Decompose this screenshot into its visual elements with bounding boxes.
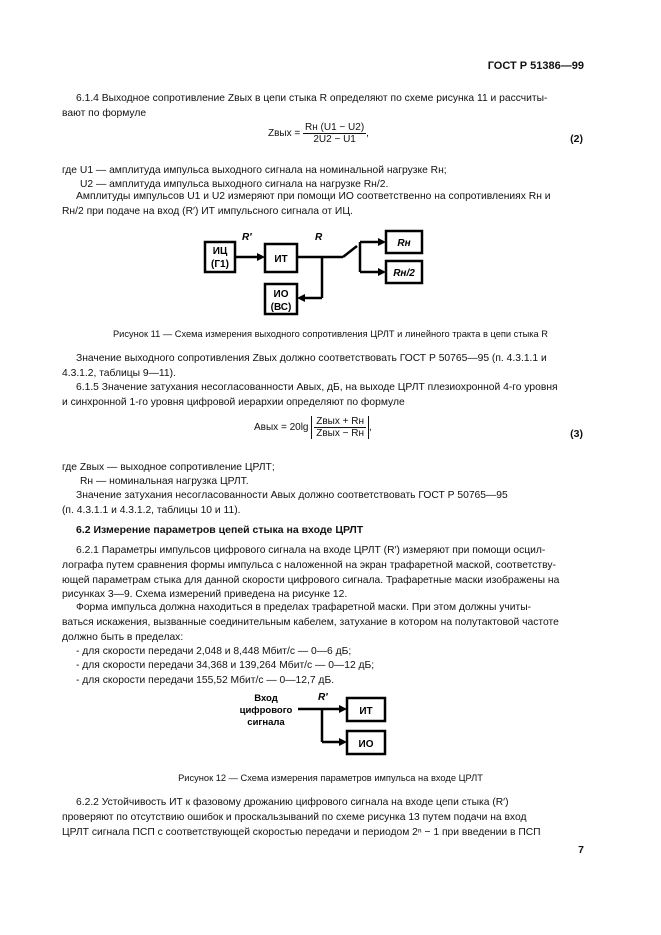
paragraph-pulse-form: Форма импульса должна находиться в преде… bbox=[62, 601, 584, 645]
it-box: ИТ bbox=[345, 696, 387, 723]
text-line: ЦРЛТ сигнала ПСП с соответствующей скоро… bbox=[62, 826, 541, 838]
paragraph-zout-value: Значение выходного сопротивления Zвых до… bbox=[62, 352, 584, 382]
figure-12-caption: Рисунок 12 — Схема измерения параметров … bbox=[178, 773, 483, 783]
formula-lhs: Zвых = bbox=[268, 128, 301, 140]
page-header: ГОСТ Р 51386—99 bbox=[487, 60, 584, 72]
text-line: (п. 4.3.1.1 и 4.3.1.2, таблицы 10 и 11). bbox=[62, 504, 241, 516]
absolute-value: Zвых + Rн Zвых − Rн bbox=[311, 416, 370, 439]
text-line: ваться искажения, вызванные соединительн… bbox=[62, 616, 559, 628]
text-line: ющей параметрам стыка для данной скорост… bbox=[62, 574, 560, 586]
input-label-line: Вход bbox=[254, 693, 278, 704]
paragraph-6-2-1: 6.2.1 Параметры импульсов цифрового сигн… bbox=[62, 544, 584, 603]
formula-fraction: Rн (U1 − U2) 2U2 − U1 bbox=[303, 122, 367, 145]
formula-tail: , bbox=[369, 422, 372, 434]
where-line: где U1 — амплитуда импульса выходного си… bbox=[62, 165, 447, 176]
formula-numerator: Zвых + Rн bbox=[314, 416, 367, 428]
text-line: Форма импульса должна находиться в преде… bbox=[76, 602, 532, 613]
ic-box: ИЦ (Г1) bbox=[203, 240, 237, 274]
formula-3: Aвых = 20lg Zвых + Rн Zвых − Rн , bbox=[254, 416, 372, 439]
rn2-label: Rн/2 bbox=[393, 268, 415, 279]
text-line: Значение выходного сопротивления Zвых до… bbox=[76, 353, 547, 364]
text-line: 6.2.2 Устойчивость ИТ к фазовому дрожани… bbox=[76, 797, 509, 808]
text-line: 6.1.4 Выходное сопротивление Zвых в цепи… bbox=[76, 93, 548, 104]
io-box: ИО bbox=[345, 729, 387, 756]
ic-sublabel: (Г1) bbox=[211, 259, 229, 270]
formula-fraction: Zвых + Rн Zвых − Rн bbox=[314, 416, 367, 439]
text-line: Значение затухания несогласованности Aвы… bbox=[76, 490, 508, 501]
text-line: и синхронной 1-го уровня цифровой иерарх… bbox=[62, 396, 405, 408]
io-label: ИО bbox=[359, 739, 374, 750]
rn2-box: Rн/2 bbox=[384, 259, 424, 285]
text-line: Амплитуды импульсов U1 и U2 измеряют при… bbox=[76, 191, 551, 202]
paragraph-amplitudes: Амплитуды импульсов U1 и U2 измеряют при… bbox=[62, 190, 584, 220]
ic-label: ИЦ bbox=[213, 246, 228, 257]
list-item: - для скорости передачи 34,368 и 139,264… bbox=[76, 660, 375, 671]
where-line: где Zвых — выходное сопротивление ЦРЛТ; bbox=[62, 462, 275, 473]
paragraph-6-2-2: 6.2.2 Устойчивость ИТ к фазовому дрожани… bbox=[62, 796, 584, 840]
text-line: лографа путем сравнения формы импульса с… bbox=[62, 559, 556, 571]
formula-denominator: 2U2 − U1 bbox=[313, 134, 356, 145]
figure-11-diagram: ИЦ (Г1) R′ ИТ R Rн Rн/2 bbox=[203, 229, 424, 316]
r-prime-label: R′ bbox=[318, 692, 328, 703]
io-label: ИО bbox=[274, 289, 289, 300]
formula-numerator: Rн (U1 − U2) bbox=[303, 122, 367, 134]
text-line: проверяют по отсутствию ошибок и проскал… bbox=[62, 811, 527, 823]
text-line: рисунках 3—9. Схема измерений приведена … bbox=[62, 589, 348, 601]
text-line: вают по формуле bbox=[62, 107, 147, 119]
text-line: должно быть в пределах: bbox=[62, 631, 184, 643]
io-sublabel: (ВС) bbox=[271, 302, 292, 313]
paragraph-attenuation-value: Значение затухания несогласованности Aвы… bbox=[62, 489, 584, 519]
it-box: ИТ bbox=[263, 242, 299, 274]
list-item: - для скорости передачи 155,52 Мбит/с — … bbox=[76, 675, 335, 686]
input-label-line: сигнала bbox=[247, 717, 285, 728]
formula-2: Zвых = Rн (U1 − U2) 2U2 − U1 , bbox=[268, 122, 369, 145]
it-label: ИТ bbox=[274, 254, 287, 265]
input-label-line: цифрового bbox=[240, 705, 293, 716]
text-line: 6.2.1 Параметры импульсов цифрового сигн… bbox=[76, 545, 546, 556]
equation-number: (2) bbox=[570, 133, 583, 145]
figure-12-diagram: Вход цифрового сигнала R′ ИТ ИО bbox=[240, 692, 387, 756]
it-label: ИТ bbox=[359, 706, 372, 717]
section-heading-6-2: 6.2 Измерение параметров цепей стыка на … bbox=[76, 524, 364, 536]
paragraph-6-1-4: 6.1.4 Выходное сопротивление Zвых в цепи… bbox=[62, 92, 584, 122]
text-line: Rн/2 при подаче на вход (R′) ИТ импульсн… bbox=[62, 205, 353, 217]
page-number: 7 bbox=[578, 844, 584, 856]
where-line: Rн — номинальная нагрузка ЦРЛТ. bbox=[80, 476, 249, 487]
r-label: R bbox=[315, 232, 323, 243]
r-prime-label: R′ bbox=[242, 232, 252, 243]
formula-lhs: Aвых = 20lg bbox=[254, 422, 309, 434]
rn-label: Rн bbox=[397, 238, 410, 249]
text-line: 4.3.1.2, таблицы 9—11). bbox=[62, 367, 176, 379]
io-box: ИО (ВС) bbox=[263, 282, 299, 316]
equation-number: (3) bbox=[570, 428, 583, 440]
paragraph-6-1-5: 6.1.5 Значение затухания несогласованнос… bbox=[62, 381, 584, 411]
formula-tail: , bbox=[366, 128, 369, 140]
rn-box: Rн bbox=[384, 229, 424, 255]
where-line: U2 — амплитуда импульса выходного сигнал… bbox=[80, 179, 389, 190]
text-line: 6.1.5 Значение затухания несогласованнос… bbox=[76, 382, 558, 393]
figure-11-caption: Рисунок 11 — Схема измерения выходного с… bbox=[112, 329, 549, 339]
formula-denominator: Zвых − Rн bbox=[316, 428, 365, 439]
list-item: - для скорости передачи 2,048 и 8,448 Мб… bbox=[76, 646, 352, 657]
